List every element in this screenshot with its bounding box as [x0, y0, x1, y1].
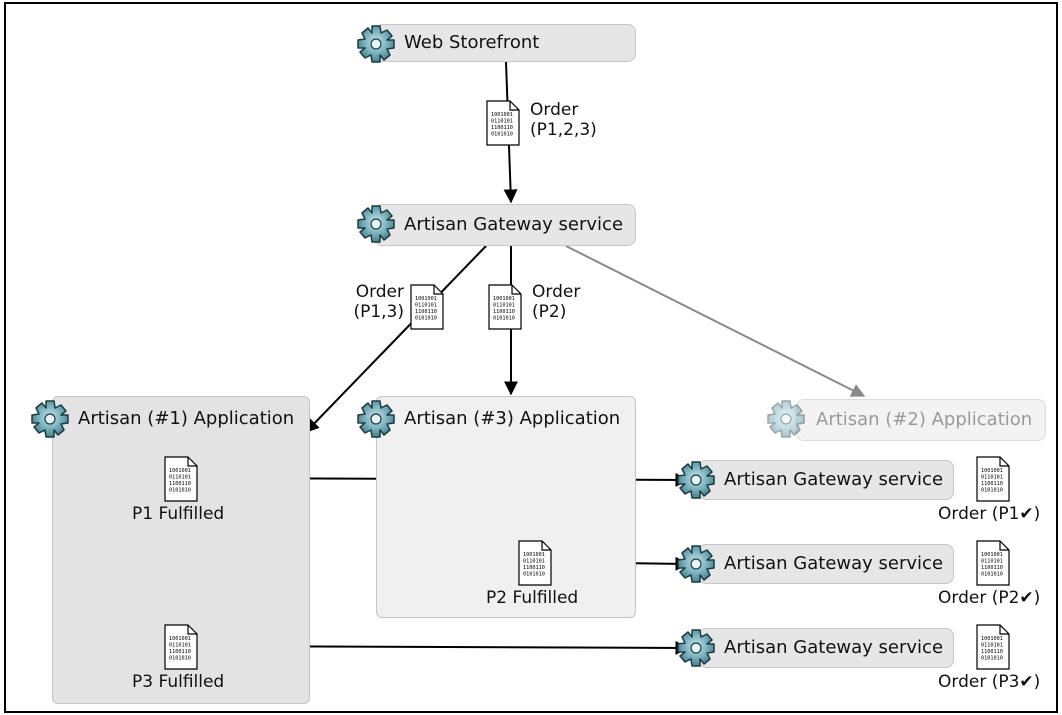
document-icon-order-p1-done	[976, 456, 1010, 502]
gear-icon-storefront	[356, 24, 396, 64]
gear-icon-gateway-r2	[676, 544, 716, 584]
document-icon-order-p13	[410, 284, 444, 330]
order-all-label: Order (P1,2,3)	[530, 100, 597, 140]
gear-icon-gateway-r1	[676, 460, 716, 500]
document-icon-p3-fulfilled	[164, 624, 198, 670]
gear-icon-artisan-3	[356, 399, 396, 439]
artisan-3-container	[376, 396, 636, 618]
gateway-service-node-r2	[698, 544, 954, 584]
p3-fulfilled-label: P3 Fulfilled	[132, 672, 225, 692]
gateway-service-label-r1: Artisan Gateway service	[724, 469, 944, 490]
order-p2-label: Order (P2)	[532, 282, 580, 322]
gear-icon-gateway-r3	[676, 628, 716, 668]
order-p2-done-label: Order (P2✔)	[938, 588, 1041, 608]
p1-fulfilled-label: P1 Fulfilled	[132, 504, 225, 524]
document-icon-p2-fulfilled	[518, 540, 552, 586]
artisan-1-label: Artisan (#1) Application	[78, 408, 295, 429]
artisan-3-label: Artisan (#3) Application	[404, 408, 621, 429]
edge-gateway-to-app2	[565, 245, 866, 397]
diagram-frame: Web Storefront Artisan Gateway service A…	[4, 2, 1058, 713]
document-icon-order-p2	[488, 284, 522, 330]
order-p13-line1: Order	[355, 282, 404, 302]
document-icon-order-all	[486, 100, 520, 146]
order-p3-done-label: Order (P3✔)	[938, 672, 1041, 692]
gateway-service-label-r2: Artisan Gateway service	[724, 553, 944, 574]
order-all-line2: (P1,2,3)	[530, 120, 597, 140]
p2-fulfilled-label: P2 Fulfilled	[486, 588, 579, 608]
gear-icon-gateway	[356, 204, 396, 244]
edge-gateway-to-app1	[305, 245, 487, 434]
document-icon-order-p3-done	[976, 624, 1010, 670]
gateway-service-node-r1	[698, 460, 954, 500]
order-p2-line1: Order	[532, 282, 581, 302]
artisan-2-label: Artisan (#2) Application	[816, 409, 1033, 430]
gateway-service-label: Artisan Gateway service	[404, 214, 624, 235]
order-p13-line2: (P1,3)	[353, 302, 404, 322]
order-p2-line2: (P2)	[532, 302, 567, 322]
gateway-service-label-r3: Artisan Gateway service	[724, 637, 944, 658]
gateway-service-node	[374, 204, 636, 246]
artisan-2-node	[796, 399, 1046, 441]
order-all-line1: Order	[530, 100, 579, 120]
gateway-service-node-r3	[698, 628, 954, 668]
order-p1-done-label: Order (P1✔)	[938, 504, 1041, 524]
document-icon-order-p2-done	[976, 540, 1010, 586]
order-p13-label: Order (P1,3)	[336, 282, 404, 322]
document-icon-p1-fulfilled	[164, 456, 198, 502]
web-storefront-label: Web Storefront	[404, 32, 540, 53]
gear-icon-artisan-2	[766, 399, 806, 439]
gear-icon-artisan-1	[30, 399, 70, 439]
